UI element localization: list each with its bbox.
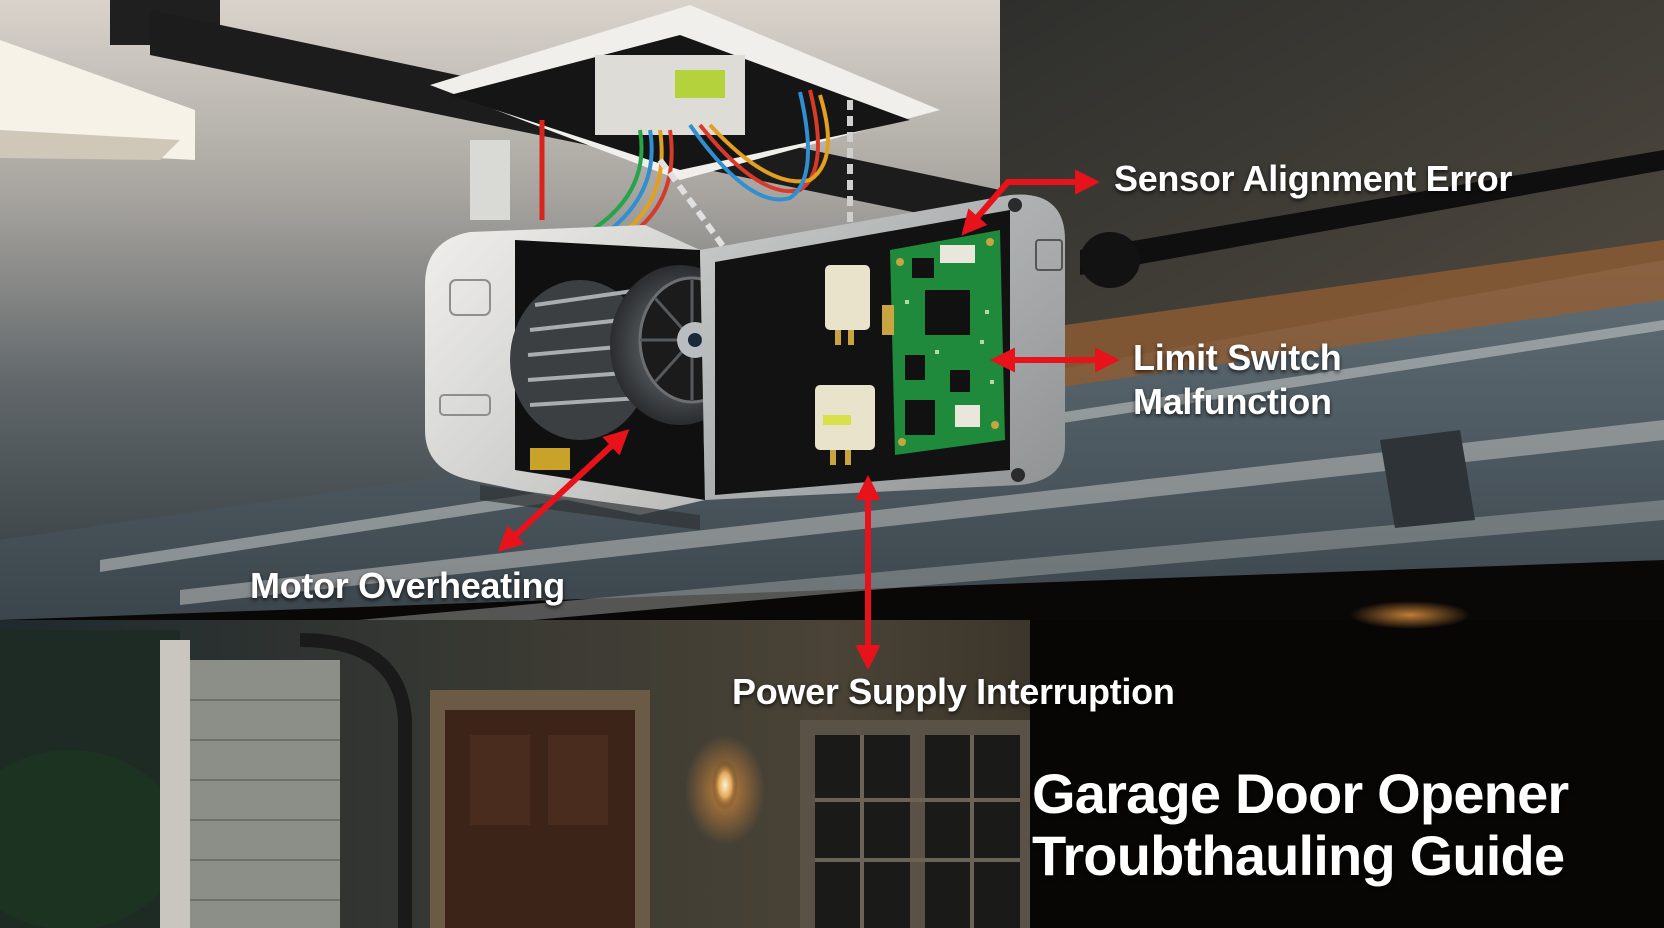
guide-title-line1: Garage Door Opener xyxy=(1032,762,1569,825)
callout-power-supply-interruption: Power Supply Interruption xyxy=(732,671,1175,712)
guide-title-line2: Troubthauling Guide xyxy=(1032,824,1565,887)
callout-limit-line1: Limit Switch xyxy=(1133,337,1342,378)
callout-limit-line2: Malfunction xyxy=(1133,381,1332,422)
guide-title: Garage Door Opener Troubthauling Guide xyxy=(1032,762,1569,887)
callout-motor-overheating: Motor Overheating xyxy=(250,565,565,606)
callout-sensor-alignment-error: Sensor Alignment Error xyxy=(1114,158,1513,199)
callout-limit-switch-malfunction: Limit Switch Malfunction xyxy=(1133,336,1342,424)
